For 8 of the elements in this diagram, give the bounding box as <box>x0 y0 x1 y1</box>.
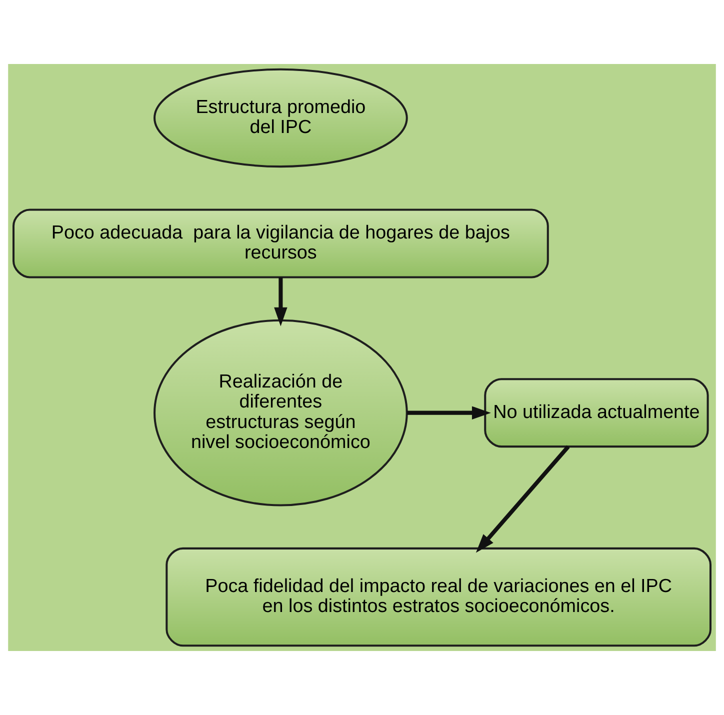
node-box: No utilizada actualmente <box>484 378 709 448</box>
arrow <box>407 406 491 420</box>
node-ellipse: Realización de diferentes estructuras según nivel socioeconómico <box>154 319 408 506</box>
node-ellipse: Estructura promedio del IPC <box>154 68 408 168</box>
node-box: Poco adecuada para la vigilancia de hogares de bajos recursos <box>12 208 549 278</box>
arrow <box>476 445 570 553</box>
arrow <box>274 277 288 326</box>
node-box: Poca fidelidad del impacto real de variaciones en el IPC en los distintos estratos socioeconómicos. <box>166 547 712 647</box>
